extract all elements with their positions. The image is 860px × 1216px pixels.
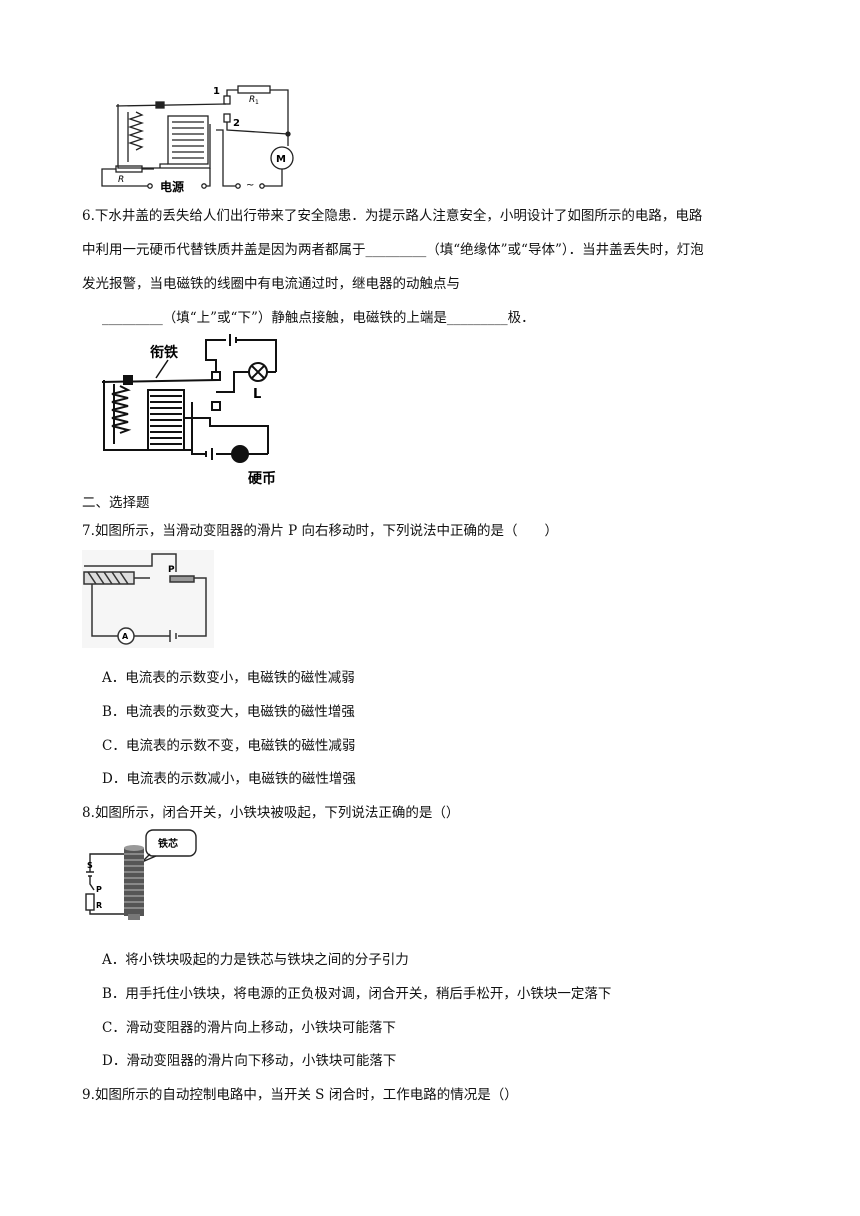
q8-stem: 8.如图所示，闭合开关，小铁块被吸起，下列说法正确的是（）: [82, 805, 460, 821]
q6-line3: 发光报警，当电磁铁的线圈中有电流通过时，继电器的动触点与: [82, 276, 460, 292]
switch-s-label: S: [87, 861, 93, 870]
section-title: 二、选择题: [82, 495, 150, 511]
armature-label: 衔铁: [150, 344, 178, 361]
q8-electromagnet-figure: 铁芯 S P R: [85, 829, 197, 920]
q6-line4: _________（填“上”或“下”）静触点接触，电磁铁的上端是________…: [102, 310, 535, 326]
q6-line1: 6.下水井盖的丢失给人们出行带来了安全隐患．为提示路人注意安全，小明设计了如图所…: [82, 208, 703, 224]
relay-motor-figure: 1 2 R 1 M R 电源 ~: [101, 85, 294, 194]
q7-stem: 7.如图所示，当滑动变阻器的滑片 P 向右移动时，下列说法中正确的是（ ）: [82, 523, 559, 539]
coin-label: 硬币: [248, 471, 276, 487]
coin-relay-figure: 衔铁 L 硬币: [101, 334, 277, 487]
r1-sub-label: 1: [255, 99, 259, 106]
q8-option-d[interactable]: D．滑动变阻器的滑片向下移动，小铁块可能落下: [102, 1053, 397, 1069]
ac-symbol: ~: [246, 180, 254, 191]
ammeter-label: A: [122, 632, 129, 641]
q8-option-a[interactable]: A．将小铁块吸起的力是铁芯与铁块之间的分子引力: [102, 952, 409, 968]
q7-option-b[interactable]: B．电流表的示数变大，电磁铁的磁性增强: [102, 704, 355, 720]
motor-label: M: [276, 154, 286, 165]
q7-option-c[interactable]: C．电流表的示数不变，电磁铁的磁性减弱: [102, 738, 356, 754]
slider-p-label: P: [96, 885, 102, 894]
resistor-label: R: [118, 175, 124, 185]
q6-line2: 中利用一元硬币代替铁质井盖是因为两者都属于_________（填“绝缘体”或“导…: [82, 242, 704, 258]
rheostat-r-label: R: [96, 901, 102, 910]
q9-stem: 9.如图所示的自动控制电路中，当开关 S 闭合时，工作电路的情况是（）: [82, 1087, 518, 1103]
q7-option-d[interactable]: D．电流表的示数减小，电磁铁的磁性增强: [102, 771, 356, 787]
q7-option-a[interactable]: A．电流表的示数变小，电磁铁的磁性减弱: [102, 670, 355, 686]
slider-p-label: P: [168, 565, 175, 575]
power-source-label: 电源: [160, 179, 184, 194]
r1-label: R: [249, 95, 255, 105]
q8-option-b[interactable]: B．用手托住小铁块，将电源的正负极对调，闭合开关，稍后手松开，小铁块一定落下: [102, 986, 612, 1002]
iron-core-label: 铁芯: [158, 837, 178, 850]
q8-option-c[interactable]: C．滑动变阻器的滑片向上移动，小铁块可能落下: [102, 1020, 396, 1036]
contact-label-1: 1: [213, 86, 220, 97]
lamp-label: L: [253, 387, 261, 402]
q7-rheostat-figure: P A: [82, 550, 214, 648]
contact-label-2: 2: [233, 118, 240, 129]
